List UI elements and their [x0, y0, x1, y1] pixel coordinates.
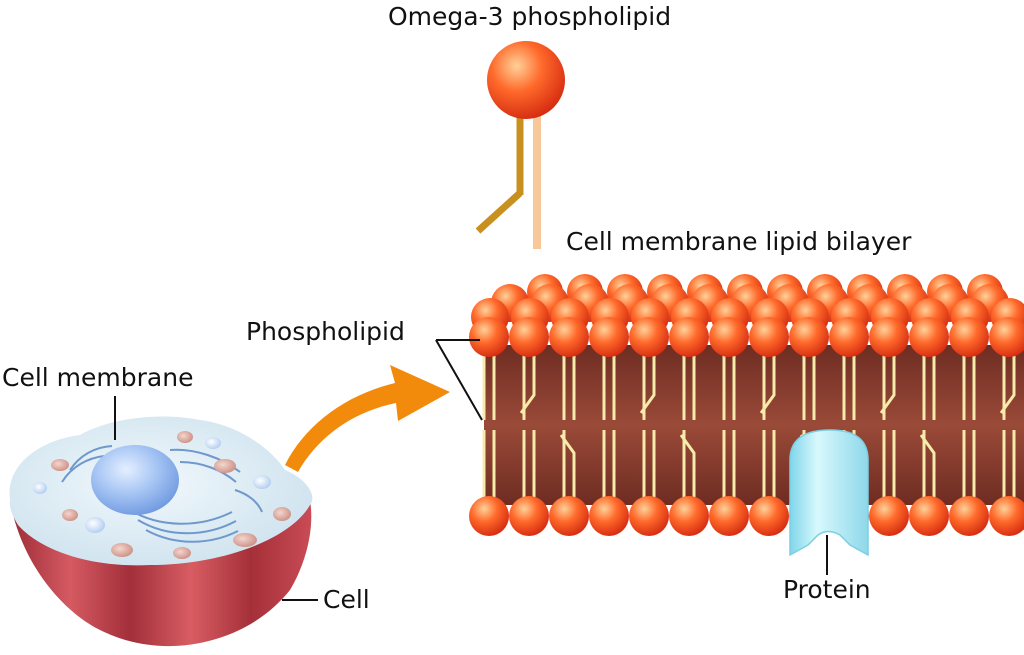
phospholipid-head [869, 317, 909, 357]
bilayer-tails [482, 350, 1016, 500]
cell-nucleus [91, 445, 179, 515]
omega3-molecule [475, 41, 565, 249]
phospholipid-head [909, 496, 949, 536]
lipid-bilayer [469, 274, 1024, 557]
bilayer-label: Cell membrane lipid bilayer [566, 227, 912, 256]
phospholipid-head [989, 496, 1024, 536]
phospholipid-head [669, 317, 709, 357]
cell-vesicles [33, 431, 291, 559]
zoom-arrow [285, 365, 450, 472]
phospholipid-head [469, 496, 509, 536]
vesicle [253, 475, 271, 489]
lipid-tail [639, 350, 656, 414]
bilayer-front-heads [469, 317, 1024, 357]
phospholipid-head [869, 496, 909, 536]
phospholipid-head [469, 317, 509, 357]
lipid-tail [999, 350, 1016, 414]
phospholipid-head [709, 496, 749, 536]
phospholipid-leader-lower [435, 339, 483, 421]
vesicle [233, 533, 257, 547]
vesicle [111, 543, 133, 557]
vesicle [214, 459, 236, 473]
lipid-tail [879, 350, 896, 414]
lipid-tail [679, 434, 696, 500]
phospholipid-head [709, 317, 749, 357]
lipid-tail [919, 434, 936, 500]
phospholipid-head [669, 496, 709, 536]
phospholipid-head [789, 317, 829, 357]
vesicle [177, 431, 193, 443]
lipid-tail [519, 350, 536, 414]
lipid-tail [559, 434, 576, 500]
phospholipid-label: Phospholipid [246, 317, 405, 346]
phospholipid-head [629, 317, 669, 357]
cell-label: Cell [323, 585, 370, 614]
omega3-head [487, 41, 565, 119]
vesicle [205, 437, 221, 449]
endoplasmic-reticulum [61, 445, 263, 543]
phospholipid-head [549, 496, 589, 536]
phospholipid-head [549, 317, 589, 357]
protein-label: Protein [783, 575, 871, 604]
phospholipid-head [589, 317, 629, 357]
vesicle [173, 547, 191, 559]
phospholipid-head [749, 496, 789, 536]
phospholipid-head [509, 317, 549, 357]
vesicle [85, 517, 105, 533]
phospholipid-head [949, 317, 989, 357]
lipid-tail [759, 350, 776, 414]
phospholipid-head [749, 317, 789, 357]
cell-side [10, 500, 312, 647]
vesicle [273, 507, 291, 521]
cell-membrane-label: Cell membrane [2, 363, 194, 392]
leader-lines [114, 339, 828, 601]
omega3-label: Omega-3 phospholipid [388, 2, 672, 31]
membrane-protein [789, 429, 869, 557]
vesicle [51, 459, 69, 471]
phospholipid-head [509, 496, 549, 536]
vesicle [62, 509, 78, 521]
protein-body [789, 429, 869, 557]
phospholipid-head [629, 496, 669, 536]
phospholipid-head [909, 317, 949, 357]
omega3-kinked-tail [475, 190, 523, 234]
phospholipid-head [989, 317, 1024, 357]
phospholipid-head [589, 496, 629, 536]
phospholipid-head [949, 496, 989, 536]
phospholipid-head [829, 317, 869, 357]
cell-illustration [9, 416, 313, 647]
vesicle [33, 482, 47, 494]
